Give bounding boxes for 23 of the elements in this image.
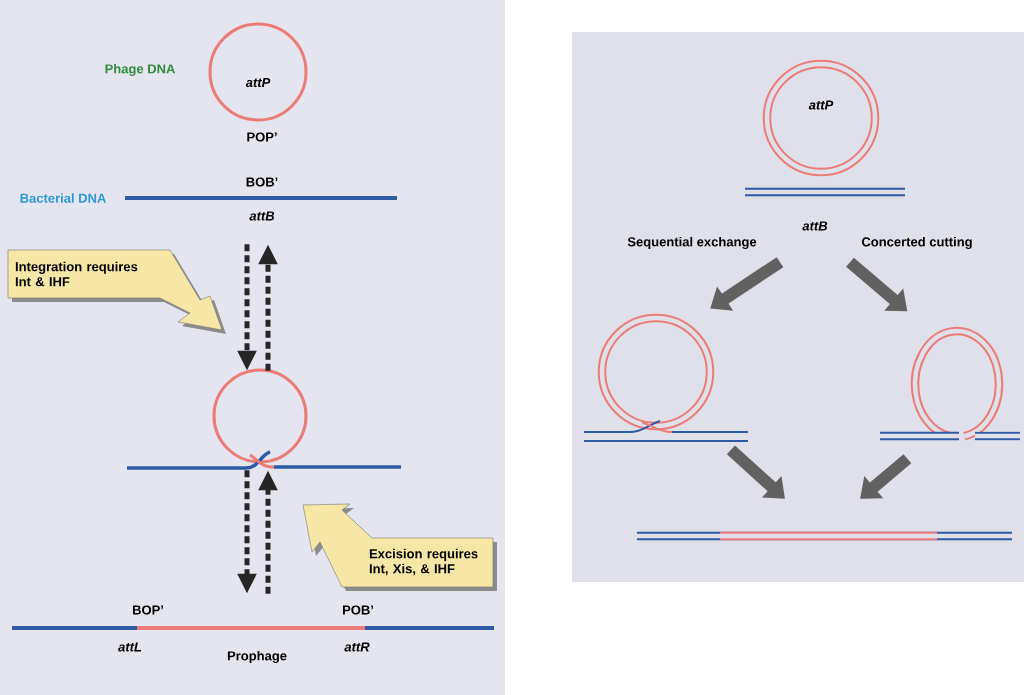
cut-intermediate-drawing — [880, 326, 1020, 441]
site-label: attR — [344, 642, 370, 652]
dna-label: Prophage — [227, 650, 287, 664]
arrow — [710, 257, 784, 311]
dna-strand — [125, 196, 397, 200]
site-label: attL — [118, 642, 142, 652]
site-label: attB — [249, 211, 275, 221]
dna-duplex — [745, 187, 905, 197]
site-label: BOP’ — [133, 605, 163, 615]
prophage-dna-strand — [12, 626, 494, 630]
site-label: attB — [802, 221, 828, 231]
method-label: Concerted cutting — [861, 236, 972, 250]
site-label: BOB’ — [246, 177, 278, 187]
arrow — [860, 454, 912, 499]
method-label: Sequential exchange — [627, 236, 757, 250]
arrow — [726, 445, 785, 499]
dna-label: Phage DNA — [105, 63, 176, 77]
dna-label: Bacterial DNA — [20, 193, 106, 203]
exchange-intermediate-drawing — [583, 313, 749, 442]
site-label: POP’ — [247, 132, 277, 142]
dna-duplex — [637, 531, 1012, 541]
site-label: POB’ — [343, 605, 373, 615]
integration-intermediate-drawing — [127, 368, 401, 470]
